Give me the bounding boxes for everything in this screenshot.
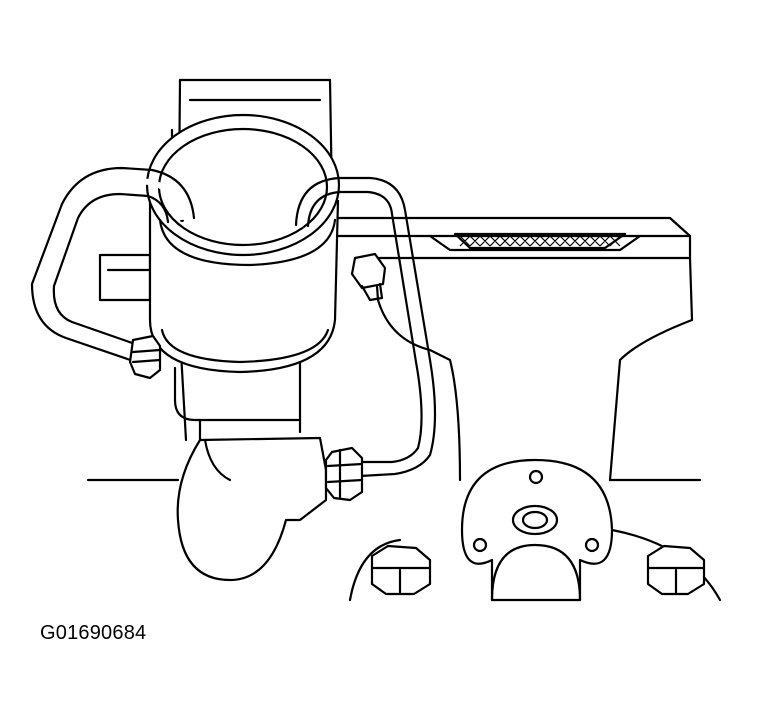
lower-housing	[173, 358, 328, 582]
mounting-flange	[348, 458, 722, 602]
hex-nut-right	[646, 544, 706, 596]
line-fitting-right	[324, 446, 364, 502]
fuel-filter-canister	[145, 113, 341, 374]
hex-nut-left	[370, 544, 432, 596]
line-fitting-left	[128, 334, 162, 380]
fuel-line-left	[30, 166, 196, 366]
bleed-fitting	[350, 252, 387, 302]
frame-rail	[336, 216, 694, 482]
crosshatch-strip	[453, 232, 627, 250]
fuel-line-right	[294, 176, 437, 478]
figure-code: G01690684	[40, 622, 147, 644]
